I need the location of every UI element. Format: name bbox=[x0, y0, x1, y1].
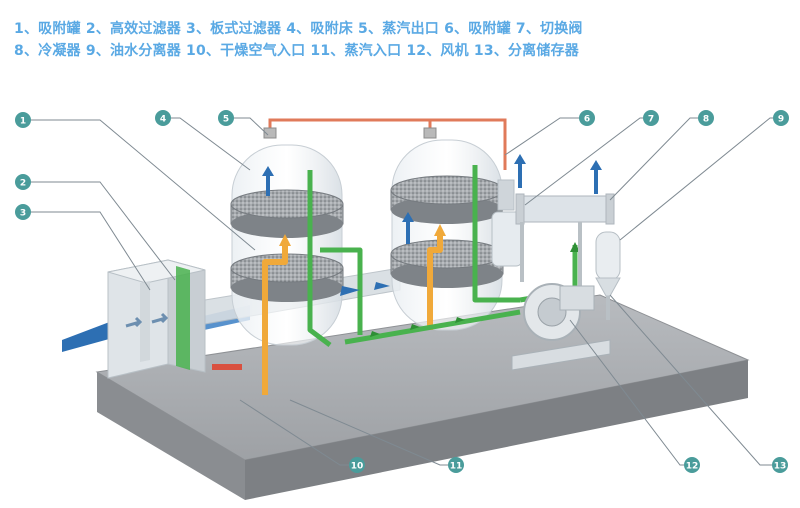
condenser bbox=[515, 193, 615, 292]
svg-text:7: 7 bbox=[648, 115, 654, 125]
callout-13: 13 bbox=[772, 457, 788, 473]
callout-2: 2 bbox=[15, 174, 31, 190]
svg-text:8: 8 bbox=[703, 115, 709, 125]
svg-text:10: 10 bbox=[351, 462, 364, 472]
svg-text:3: 3 bbox=[20, 209, 26, 219]
oil-water-separator bbox=[595, 231, 621, 320]
callout-7: 7 bbox=[643, 110, 659, 126]
legend-line-1: 1、吸附罐 2、高效过滤器 3、板式过滤器 4、吸附床 5、蒸汽出口 6、吸附罐… bbox=[14, 21, 583, 37]
svg-text:9: 9 bbox=[778, 115, 784, 125]
adsorption-tank-small bbox=[491, 179, 523, 267]
callout-4: 4 bbox=[155, 110, 171, 126]
fan bbox=[511, 283, 611, 371]
steam-valve-right bbox=[423, 127, 437, 139]
svg-text:13: 13 bbox=[774, 462, 787, 472]
svg-text:5: 5 bbox=[223, 115, 229, 125]
svg-text:2: 2 bbox=[20, 179, 26, 189]
svg-text:1: 1 bbox=[20, 117, 26, 127]
legend-line-2: 8、冷凝器 9、油水分离器 10、干燥空气入口 11、蒸汽入口 12、风机 13… bbox=[14, 43, 579, 59]
callout-1: 1 bbox=[15, 112, 31, 128]
svg-text:12: 12 bbox=[686, 462, 699, 472]
filter-housing bbox=[107, 259, 206, 379]
callout-5: 5 bbox=[218, 110, 234, 126]
svg-text:4: 4 bbox=[160, 115, 166, 125]
svg-text:11: 11 bbox=[450, 462, 463, 472]
callout-8: 8 bbox=[698, 110, 714, 126]
callout-3: 3 bbox=[15, 204, 31, 220]
platform bbox=[95, 294, 750, 500]
drain-marker bbox=[212, 364, 242, 370]
callout-12: 12 bbox=[684, 457, 700, 473]
green-arrows bbox=[370, 242, 580, 337]
legend: 1、吸附罐 2、高效过滤器 3、板式过滤器 4、吸附床 5、蒸汽出口 6、吸附罐… bbox=[14, 18, 794, 62]
callout-11: 11 bbox=[448, 457, 464, 473]
callout-9: 9 bbox=[773, 110, 789, 126]
orange-arrows bbox=[279, 224, 446, 246]
green-flow bbox=[307, 165, 581, 347]
callout-10: 10 bbox=[349, 457, 365, 473]
blue-arrows bbox=[262, 154, 602, 296]
high-efficiency-filter-panel bbox=[176, 266, 190, 370]
svg-text:6: 6 bbox=[584, 115, 590, 125]
orange-flow bbox=[262, 230, 443, 395]
steam-valve-left bbox=[263, 127, 277, 139]
callout-6: 6 bbox=[579, 110, 595, 126]
